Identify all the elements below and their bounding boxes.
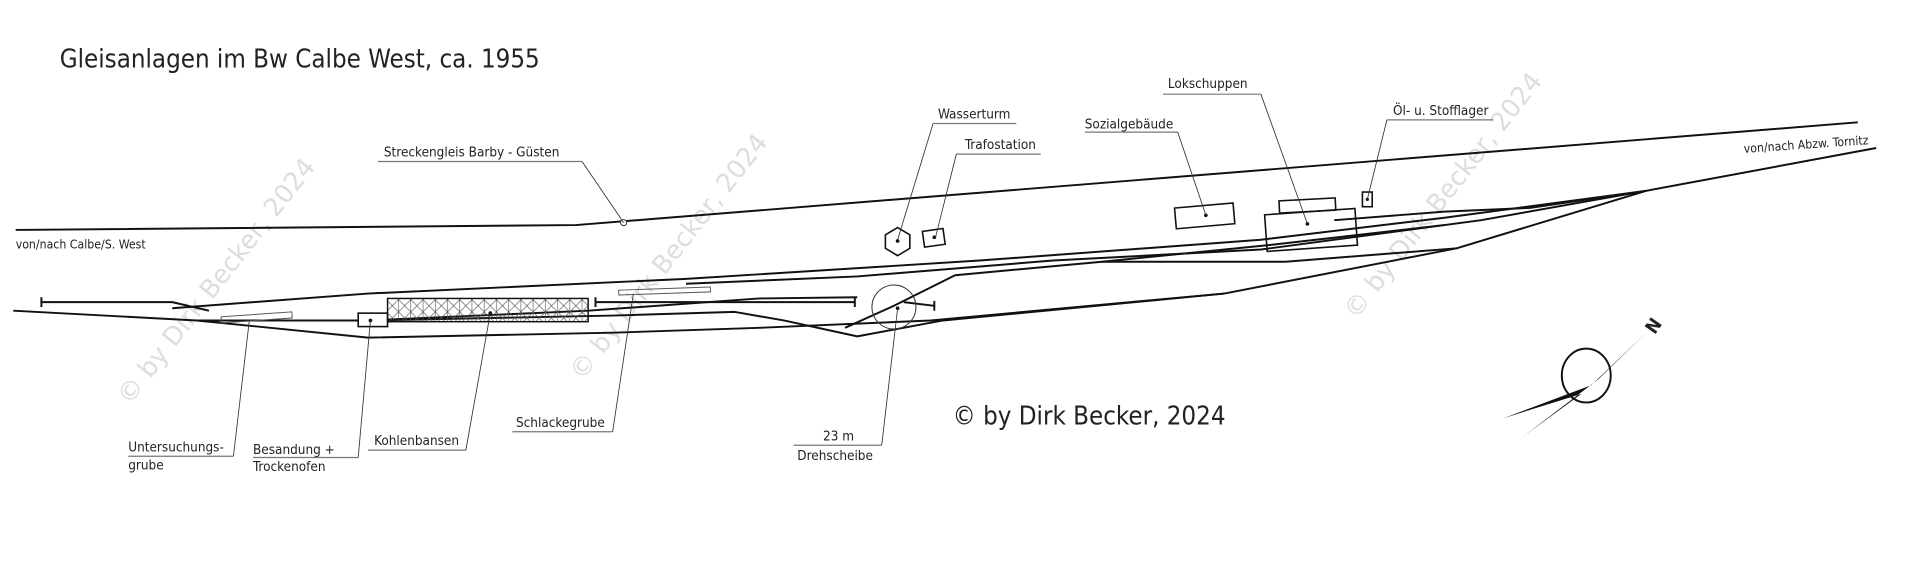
watermark: © by Dirk Becker, 2024: [111, 153, 321, 411]
svg-text:Wasserturm: Wasserturm: [938, 108, 1010, 123]
svg-text:Trockenofen: Trockenofen: [252, 460, 325, 475]
direction-west: von/nach Calbe/S. West: [16, 237, 147, 251]
page-title: Gleisanlagen im Bw Calbe West, ca. 1955: [60, 44, 540, 74]
svg-text:Untersuchungs-: Untersuchungs-: [128, 440, 224, 455]
watermark: © by Dirk Becker, 2024: [564, 128, 774, 386]
svg-text:Lokschuppen: Lokschuppen: [1168, 77, 1248, 92]
svg-text:N: N: [1642, 315, 1667, 338]
besandung: [357, 312, 389, 328]
lokschuppen: [1263, 207, 1359, 253]
svg-text:Streckengleis Barby - Güsten: Streckengleis Barby - Güsten: [384, 146, 559, 161]
mainline-track: [15, 121, 1858, 231]
svg-text:Sozialgebäude: Sozialgebäude: [1085, 117, 1174, 132]
kohlenbansen: [386, 297, 589, 323]
svg-text:Drehscheibe: Drehscheibe: [797, 449, 873, 464]
svg-text:23 m: 23 m: [823, 429, 854, 444]
drehscheibe: [871, 284, 917, 330]
svg-text:Öl- u. Stofflager: Öl- u. Stofflager: [1393, 101, 1488, 119]
untersuchungsgrube: [220, 311, 293, 324]
callouts: Streckengleis Barby - Güsten Wasserturm …: [128, 77, 1494, 475]
svg-text:Kohlenbansen: Kohlenbansen: [374, 434, 459, 449]
svg-text:Schlackegrube: Schlackegrube: [516, 416, 605, 431]
copyright: © by Dirk Becker, 2024: [953, 401, 1226, 431]
svg-text:grube: grube: [128, 459, 163, 474]
compass-north-arrow-icon: N: [1503, 315, 1667, 438]
svg-text:Trafostation: Trafostation: [964, 138, 1036, 153]
svg-text:Besandung +: Besandung +: [253, 443, 335, 458]
schlackegrube: [618, 286, 712, 296]
